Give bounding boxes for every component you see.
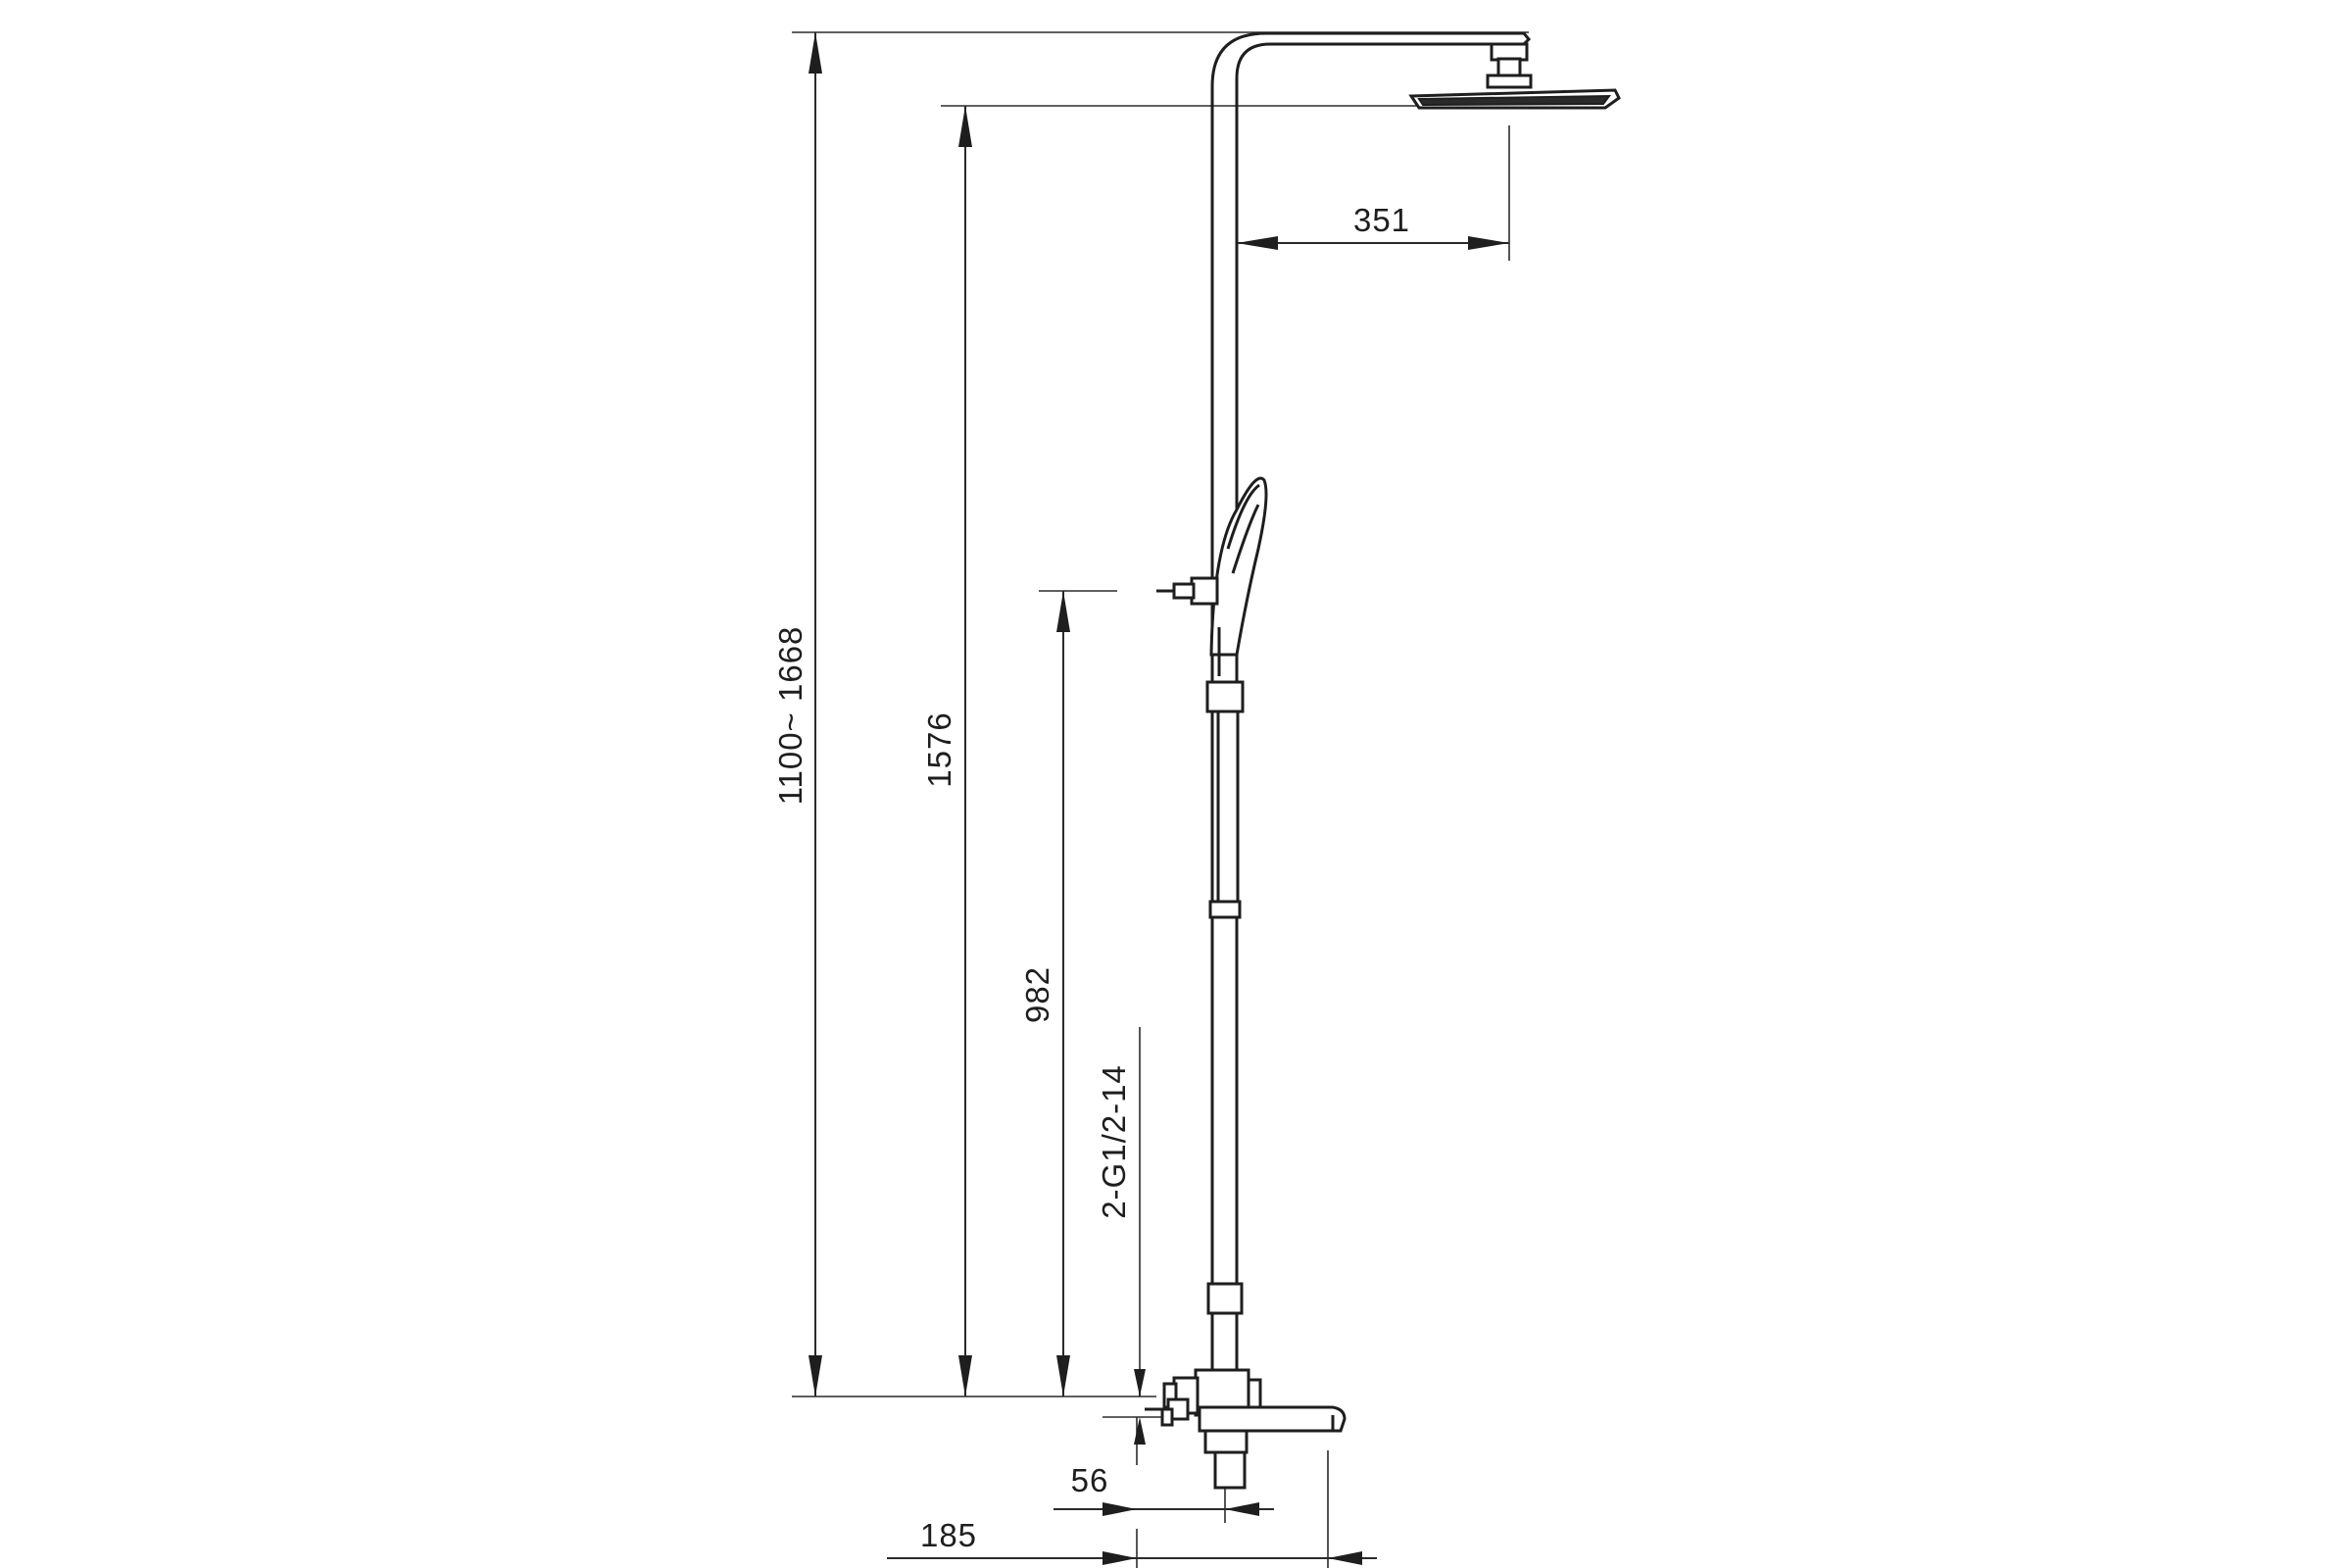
dimension-label-holder-height: 982 <box>1019 966 1055 1023</box>
dimension-holder-height: 982 <box>1019 591 1070 1396</box>
rain-shower-head <box>1408 88 1621 110</box>
dimension-label-offset-large: 185 <box>920 1517 977 1553</box>
dimension-thread-spec: 2-G1/2-14 <box>1096 1064 1166 1445</box>
extension-lines <box>792 31 1529 1568</box>
dimension-label-overhead-height: 1576 <box>921 711 957 787</box>
shower-head-connector <box>1486 42 1533 89</box>
dimension-label-arm-length: 351 <box>1353 202 1410 238</box>
dimension-overhead-height: 1576 <box>921 106 972 1396</box>
dimension-arm-length: 351 <box>1237 202 1509 250</box>
dimension-label-height-range: 1100~ 1668 <box>772 626 808 806</box>
dimension-label-thread-spec: 2-G1/2-14 <box>1096 1064 1132 1219</box>
overhead-arm <box>1210 31 1532 686</box>
dimension-height-range: 1100~ 1668 <box>772 32 822 1396</box>
bath-spout <box>1198 1405 1347 1433</box>
dimension-label-offset-small: 56 <box>1071 1462 1109 1498</box>
slide-rail <box>1205 680 1245 1372</box>
hand-shower <box>1209 476 1268 676</box>
shower-column <box>1145 31 1621 1490</box>
dimension-offset-large: 185 <box>887 1517 1377 1565</box>
shower-holder <box>1156 576 1219 606</box>
dimension-offset-small: 56 <box>1054 1462 1274 1516</box>
